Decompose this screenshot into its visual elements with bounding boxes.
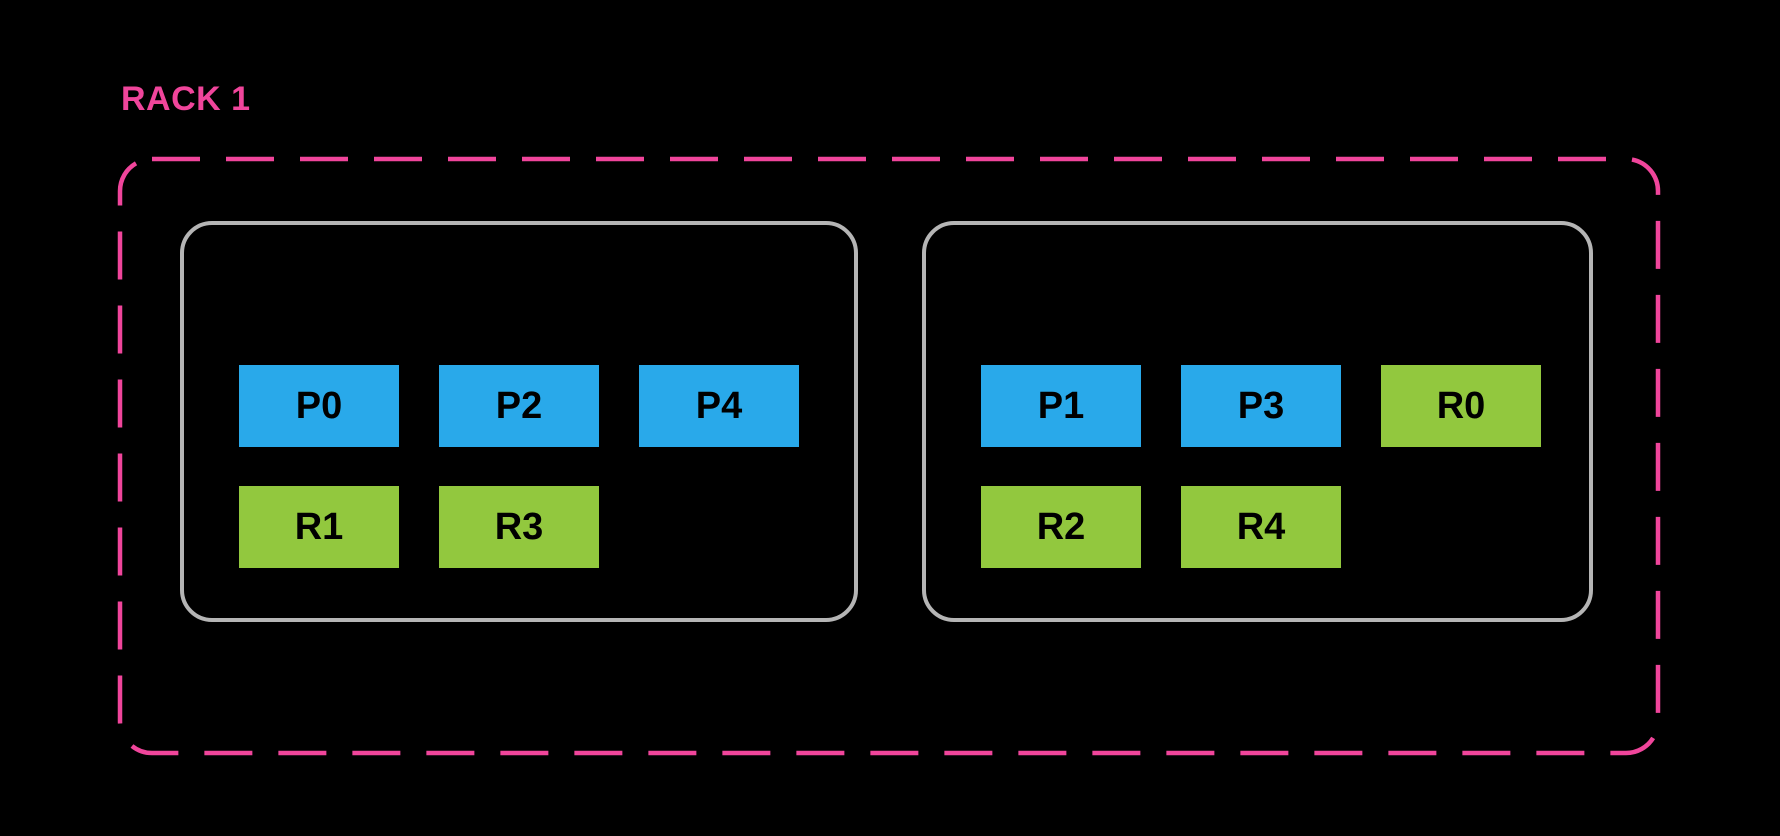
node-1: P1 P3 R0 R2 R4 xyxy=(922,221,1593,622)
rack-title: RACK 1 xyxy=(121,80,251,118)
slot-p4-label: P4 xyxy=(695,384,743,427)
slot-r0-label: R0 xyxy=(1436,384,1486,427)
slot-p3-label: P3 xyxy=(1237,384,1285,427)
slot-r4: R4 xyxy=(1181,486,1341,568)
slot-p1: P1 xyxy=(981,365,1141,447)
node-0: P0 P2 P4 R1 R3 xyxy=(180,221,858,622)
slot-r2-label: R2 xyxy=(1036,505,1086,548)
slot-r3-label: R3 xyxy=(494,505,544,548)
rack-dashed-border-rect xyxy=(117,156,1661,756)
slot-r3: R3 xyxy=(439,486,599,568)
slot-r2: R2 xyxy=(981,486,1141,568)
slot-p0-label: P0 xyxy=(295,384,343,427)
slot-r1: R1 xyxy=(239,486,399,568)
slot-p3: P3 xyxy=(1181,365,1341,447)
slot-p1-label: P1 xyxy=(1037,384,1085,427)
slot-r4-label: R4 xyxy=(1236,505,1286,548)
rack-dashed-border xyxy=(117,156,1661,756)
slot-p2: P2 xyxy=(439,365,599,447)
slot-r1-label: R1 xyxy=(294,505,344,548)
slot-p4: P4 xyxy=(639,365,799,447)
slot-p0: P0 xyxy=(239,365,399,447)
slot-p2-label: P2 xyxy=(495,384,543,427)
slot-r0: R0 xyxy=(1381,365,1541,447)
